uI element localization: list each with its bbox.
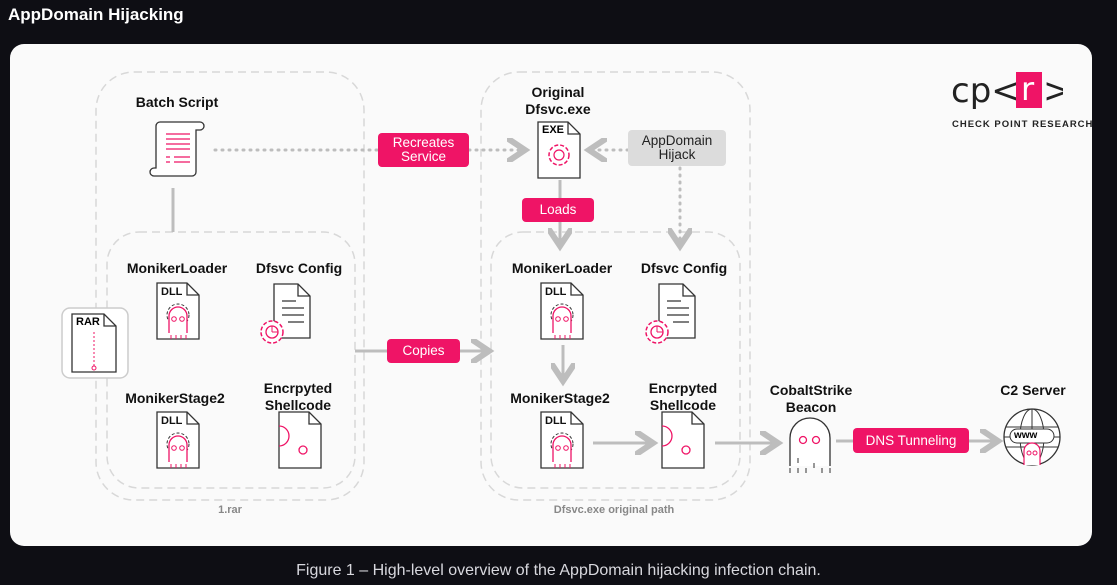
right-dfsvc-config-label: Dfsvc Config bbox=[640, 260, 728, 276]
dll-icon-label: DLL bbox=[545, 415, 567, 427]
exe-file-icon bbox=[537, 121, 581, 179]
dll-icon-label: DLL bbox=[161, 415, 183, 427]
page-title: AppDomain Hijacking bbox=[8, 5, 184, 24]
left-moniker-stage2-label: MonikerStage2 bbox=[125, 390, 225, 406]
left-dfsvc-config-icon bbox=[260, 283, 311, 344]
right-moniker-stage2-label: MonikerStage2 bbox=[510, 390, 610, 406]
dns-tunneling-label: DNS Tunneling bbox=[853, 428, 969, 453]
loads-label: Loads bbox=[522, 198, 594, 222]
dll-icon-label: DLL bbox=[545, 286, 567, 298]
original-path-group-box bbox=[480, 71, 751, 501]
svg-text:>: > bbox=[1043, 72, 1063, 111]
check-point-research-logo: cp< r > bbox=[951, 72, 1063, 111]
figure-caption: Figure 1 – High-level overview of the Ap… bbox=[296, 562, 821, 579]
right-shellcode-icon bbox=[661, 411, 705, 469]
www-label: www bbox=[1014, 430, 1038, 441]
left-shellcode-label: Encrpyted Shellcode bbox=[263, 380, 333, 413]
left-moniker-loader-label: MonikerLoader bbox=[126, 260, 228, 276]
right-shellcode-label: Encrpyted Shellcode bbox=[648, 380, 718, 413]
c2-globe-icon bbox=[1003, 408, 1061, 466]
right-dfsvc-config-icon bbox=[645, 283, 696, 344]
logo-text: CHECK POINT RESEARCH bbox=[952, 119, 1094, 130]
batch-script-label: Batch Script bbox=[135, 94, 219, 110]
svg-text:cp<: cp< bbox=[951, 72, 1020, 111]
c2-server-label: C2 Server bbox=[1000, 382, 1066, 398]
rar-archive-icon bbox=[61, 307, 129, 379]
right-moniker-loader-label: MonikerLoader bbox=[511, 260, 613, 276]
dll-icon-label: DLL bbox=[161, 286, 183, 298]
rar-group-label: 1.rar bbox=[218, 504, 242, 516]
left-shellcode-icon bbox=[278, 411, 322, 469]
original-path-group-label: Dfsvc.exe original path bbox=[553, 504, 675, 516]
recreates-service-label: Recreates Service bbox=[378, 133, 469, 167]
svg-text:r: r bbox=[1021, 72, 1035, 108]
beacon-label: CobaltStrike Beacon bbox=[769, 382, 853, 415]
exe-icon-label: EXE bbox=[542, 124, 565, 136]
rar-icon-label: RAR bbox=[76, 316, 100, 328]
left-dfsvc-config-label: Dfsvc Config bbox=[255, 260, 343, 276]
appdomain-hijack-label: AppDomain Hijack bbox=[628, 130, 726, 166]
rar-group-box bbox=[95, 71, 365, 501]
copies-label: Copies bbox=[387, 339, 460, 363]
beacon-ghost-icon bbox=[789, 417, 831, 473]
original-dfsvc-label: Original Dfsvc.exe bbox=[525, 84, 591, 117]
batch-script-icon bbox=[149, 121, 205, 177]
